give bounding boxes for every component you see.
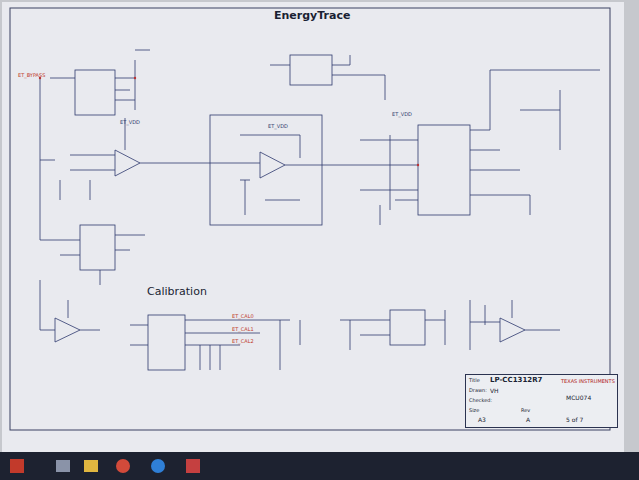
title-block-field: A3 bbox=[478, 417, 486, 424]
title-block-field: Title bbox=[469, 378, 480, 384]
signal-name: ET_CAL1 bbox=[232, 327, 254, 333]
sheet-title: EnergyTrace bbox=[274, 10, 350, 22]
signal-name: ET_CAL0 bbox=[232, 314, 254, 320]
signal-name: ET_BYPASS bbox=[18, 73, 45, 79]
title-block-field: LP-CC1312R7 bbox=[490, 377, 542, 385]
net-name: ET_VDD bbox=[120, 120, 140, 126]
title-block: Title LP-CC1312R7Drawn:VH Checked: SizeA3 Re… bbox=[465, 374, 618, 428]
title-block-field: Drawn: bbox=[469, 388, 487, 394]
title-block-field: A bbox=[526, 417, 530, 424]
signal-name: ET_CAL2 bbox=[232, 339, 254, 345]
title-block-field: 5 of 7 bbox=[566, 417, 583, 424]
title-block-field: Checked: bbox=[469, 398, 492, 404]
title-block-field: Size bbox=[469, 408, 479, 414]
net-name: ET_VDD bbox=[392, 112, 412, 118]
net-name: ET_VDD bbox=[268, 124, 288, 130]
title-block-field: TEXAS INSTRUMENTS bbox=[561, 379, 615, 385]
title-block-field: VH bbox=[490, 388, 499, 395]
title-block-field: MCU074 bbox=[566, 395, 591, 402]
title-block-field: Rev bbox=[521, 408, 530, 414]
section-heading: Calibration bbox=[147, 286, 207, 298]
